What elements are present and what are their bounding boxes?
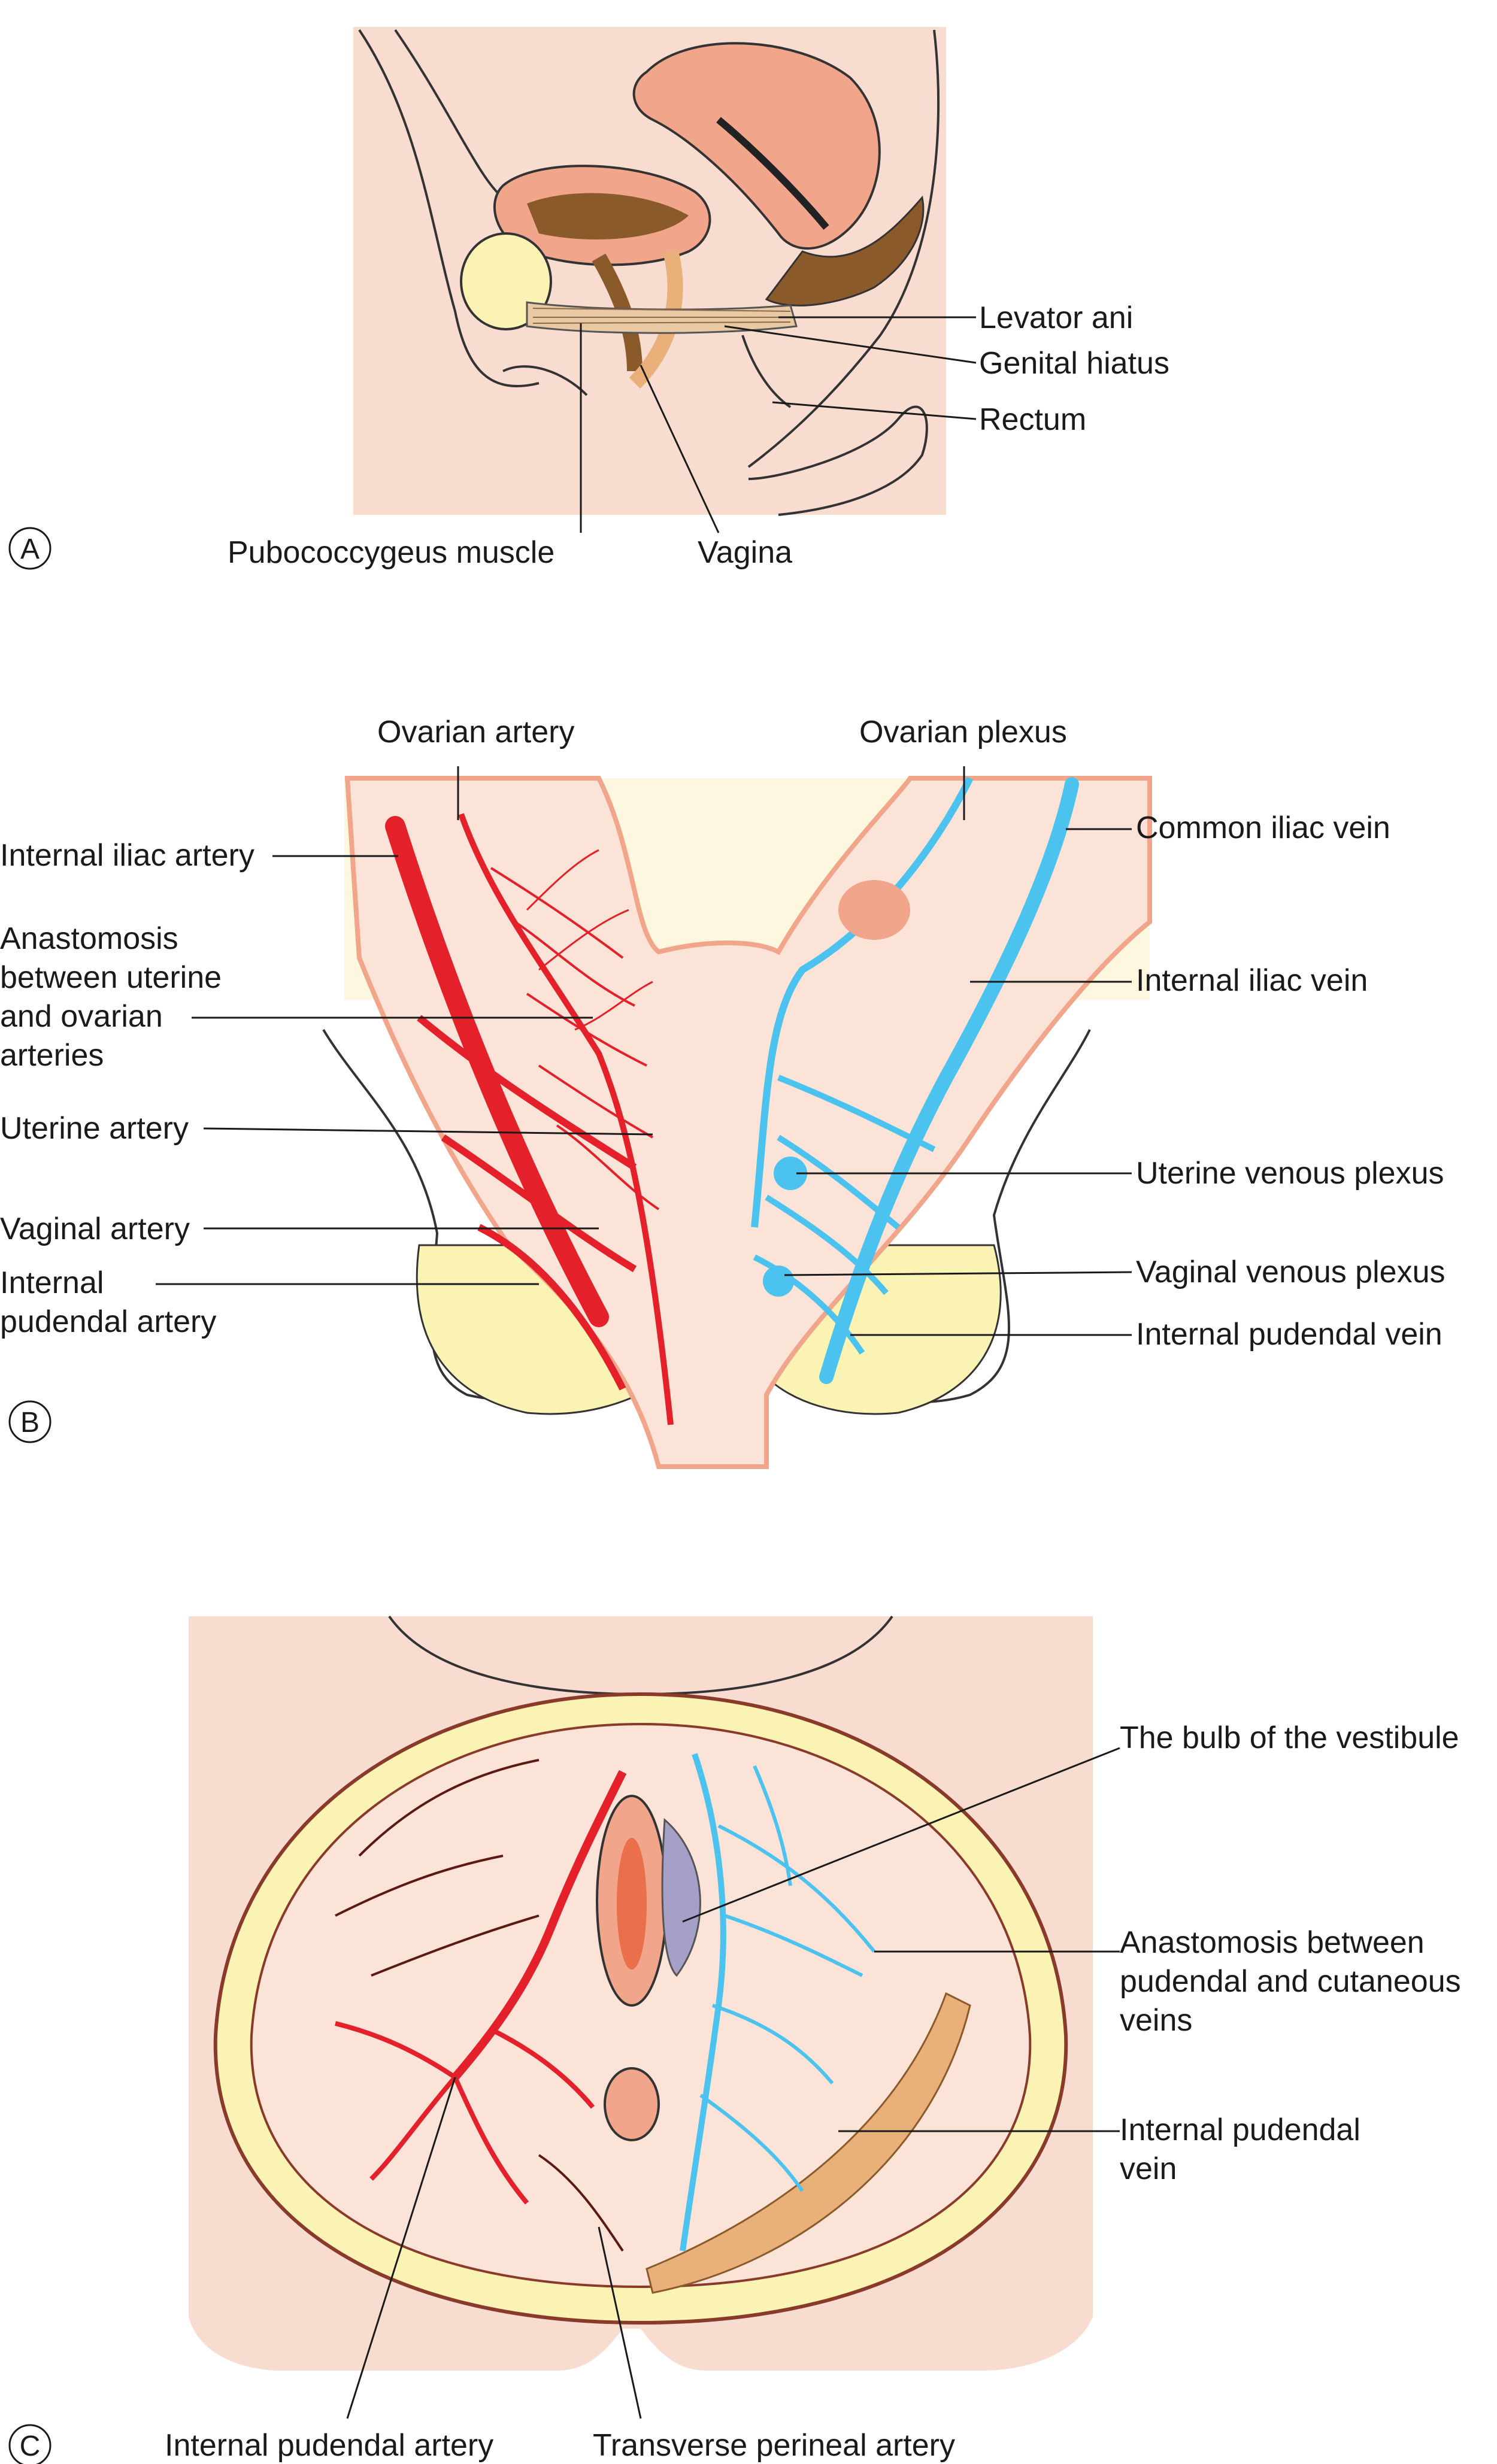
- label-anastomosis-line4: arteries: [0, 1038, 104, 1073]
- leader-internal-pudendal-artery-c: [346, 2077, 456, 2419]
- rectum-shape: [765, 195, 925, 307]
- label-levator-ani: Levator ani: [979, 301, 1133, 335]
- leader-transverse-perineal: [598, 2226, 642, 2419]
- label-anastomosis-line2: between uterine: [0, 960, 222, 995]
- artery-network: [490, 867, 660, 1210]
- pubic-outline: [358, 29, 540, 387]
- label-anastomosis-line3: and ovarian: [0, 999, 163, 1034]
- leader-bulb-vestibule: [682, 1747, 1120, 1923]
- perineum-inner: [250, 1722, 1032, 2289]
- transverse-muscle-band: [646, 1992, 971, 2294]
- bulb-of-vestibule-shape: [661, 1817, 701, 1977]
- label-uterine-artery: Uterine artery: [0, 1111, 189, 1146]
- anus-shape: [604, 2067, 660, 2141]
- leader-vagina: [640, 365, 720, 533]
- label-internal-pudendal-vein-c-line2: vein: [1120, 2152, 1177, 2186]
- label-pubococcygeus: Pubococcygeus muscle: [228, 535, 554, 570]
- panel-a-letter: A: [20, 533, 40, 565]
- label-bulb-vestibule: The bulb of the vestibule: [1120, 1720, 1459, 1755]
- panel-c-letter: C: [20, 2430, 41, 2462]
- vein-c-main: [680, 1753, 726, 2251]
- label-anastomosis-veins-line2: pudendal and cutaneous: [1120, 1964, 1461, 1999]
- label-vagina: Vagina: [698, 535, 792, 570]
- ovary-shape: [838, 880, 910, 940]
- label-anastomosis-veins-line1: Anastomosis between: [1120, 1925, 1425, 1960]
- uterine-venous-plexus-node: [774, 1157, 807, 1190]
- artery-c-branches: [335, 2021, 595, 2205]
- label-ovarian-plexus: Ovarian plexus: [859, 715, 1067, 749]
- label-genital-hiatus: Genital hiatus: [979, 346, 1169, 381]
- label-vaginal-venous-plexus: Vaginal venous plexus: [1136, 1255, 1446, 1289]
- vaginal-venous-plexus-node: [763, 1266, 794, 1297]
- buttock-outline: [748, 405, 928, 516]
- internal-iliac-artery-vessel: [385, 816, 609, 1327]
- perineum-outline: [502, 365, 588, 396]
- artery-c-main: [451, 1770, 627, 2080]
- label-anastomosis-line1: Anastomosis: [0, 921, 178, 956]
- uterine-cavity: [716, 117, 829, 230]
- label-internal-iliac-vein: Internal iliac vein: [1136, 963, 1368, 998]
- panel-a: Levator ani Genital hiatus Rectum Puboco…: [8, 27, 1169, 570]
- panel-a-marker-circle: [8, 527, 51, 570]
- label-internal-pudendal-vein: Internal pudendal vein: [1136, 1317, 1443, 1352]
- label-internal-pudendal-artery-line2: pudendal artery: [0, 1304, 216, 1339]
- vein-branches: [753, 1075, 936, 1355]
- leader-vaginal-venous-plexus: [784, 1271, 1132, 1276]
- abdominal-wall-outline: [394, 29, 504, 199]
- label-vaginal-artery: Vaginal artery: [0, 1212, 190, 1246]
- panel-b-marker-circle: [8, 1400, 51, 1443]
- vaginal-opening: [617, 1838, 647, 1970]
- vein-c-network: [699, 1765, 876, 2192]
- label-uterine-venous-plexus: Uterine venous plexus: [1136, 1156, 1444, 1191]
- ovarian-plexus-vessel: [751, 776, 974, 1228]
- panel-c-marker-circle: [8, 2424, 51, 2464]
- leader-genital-hiatus: [724, 325, 977, 364]
- label-rectum: Rectum: [979, 402, 1086, 437]
- panel-b-letter: B: [20, 1407, 40, 1439]
- label-ovarian-artery: Ovarian artery: [377, 715, 574, 749]
- sacrum-outline: [747, 29, 940, 468]
- label-transverse-perineal-artery: Transverse perineal artery: [593, 2428, 955, 2463]
- levator-fibers: [532, 308, 791, 324]
- label-common-iliac-vein: Common iliac vein: [1136, 811, 1390, 845]
- artery-c-fine: [335, 1759, 624, 2252]
- label-internal-pudendal-artery-c: Internal pudendal artery: [165, 2428, 493, 2463]
- artery-branches: [417, 1015, 637, 1391]
- panel-b: Ovarian artery Ovarian plexus Internal i…: [0, 715, 1446, 1469]
- leader-rectum: [772, 401, 977, 420]
- leader-uterine-artery: [203, 1127, 653, 1136]
- artery-fine-branches: [526, 849, 653, 1031]
- panel-c: The bulb of the vestibule Anastomosis be…: [8, 1615, 1461, 2464]
- uterus-shape: [632, 42, 881, 250]
- label-internal-iliac-artery: Internal iliac artery: [0, 838, 254, 873]
- bladder-lumen: [527, 193, 689, 239]
- label-anastomosis-veins-line3: veins: [1120, 2003, 1192, 2038]
- label-internal-pudendal-vein-c-line1: Internal pudendal: [1120, 2113, 1360, 2147]
- uterine-artery-vessel: [458, 813, 674, 1425]
- label-internal-pudendal-artery-line1: Internal: [0, 1266, 104, 1300]
